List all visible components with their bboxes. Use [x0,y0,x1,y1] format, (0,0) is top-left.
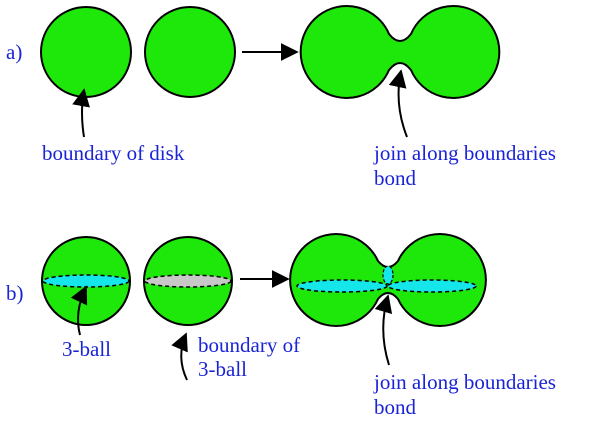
label-bond-a: bond [374,166,417,190]
label-boundary-of-disk: boundary of disk [42,141,185,165]
joined-right-equator [387,279,477,293]
bond-pointer-arrow-b [374,294,393,366]
bond-pointer-arrow-a [388,69,408,138]
ball-right-equator [144,274,232,288]
boundary-3-ball-pointer-arrow [171,332,188,381]
label-boundary-of-line2: 3-ball [198,357,247,381]
label-boundary-of-line1: boundary of [198,333,300,357]
label-3-ball: 3-ball [62,337,111,361]
label-join-b: join along boundaries [373,370,556,394]
ball-pointer-arrow [70,285,88,336]
panel-b-tag: b) [6,281,24,305]
disk-left [40,6,132,98]
label-join-a: join along boundaries [373,141,556,165]
ball-left-equator [42,274,130,288]
panel-b: b) 3-ball boundary of 3-ball join along … [6,233,556,419]
disk-right [144,6,236,98]
label-bond-b: bond [374,395,417,419]
joined-disks [299,5,501,99]
bond-neck-highlight [382,265,394,285]
panel-a: a) boundary of disk join along boundarie… [6,5,556,190]
joined-left-equator [296,279,388,293]
panel-a-tag: a) [6,40,22,64]
boundary-pointer-arrow [72,88,90,138]
